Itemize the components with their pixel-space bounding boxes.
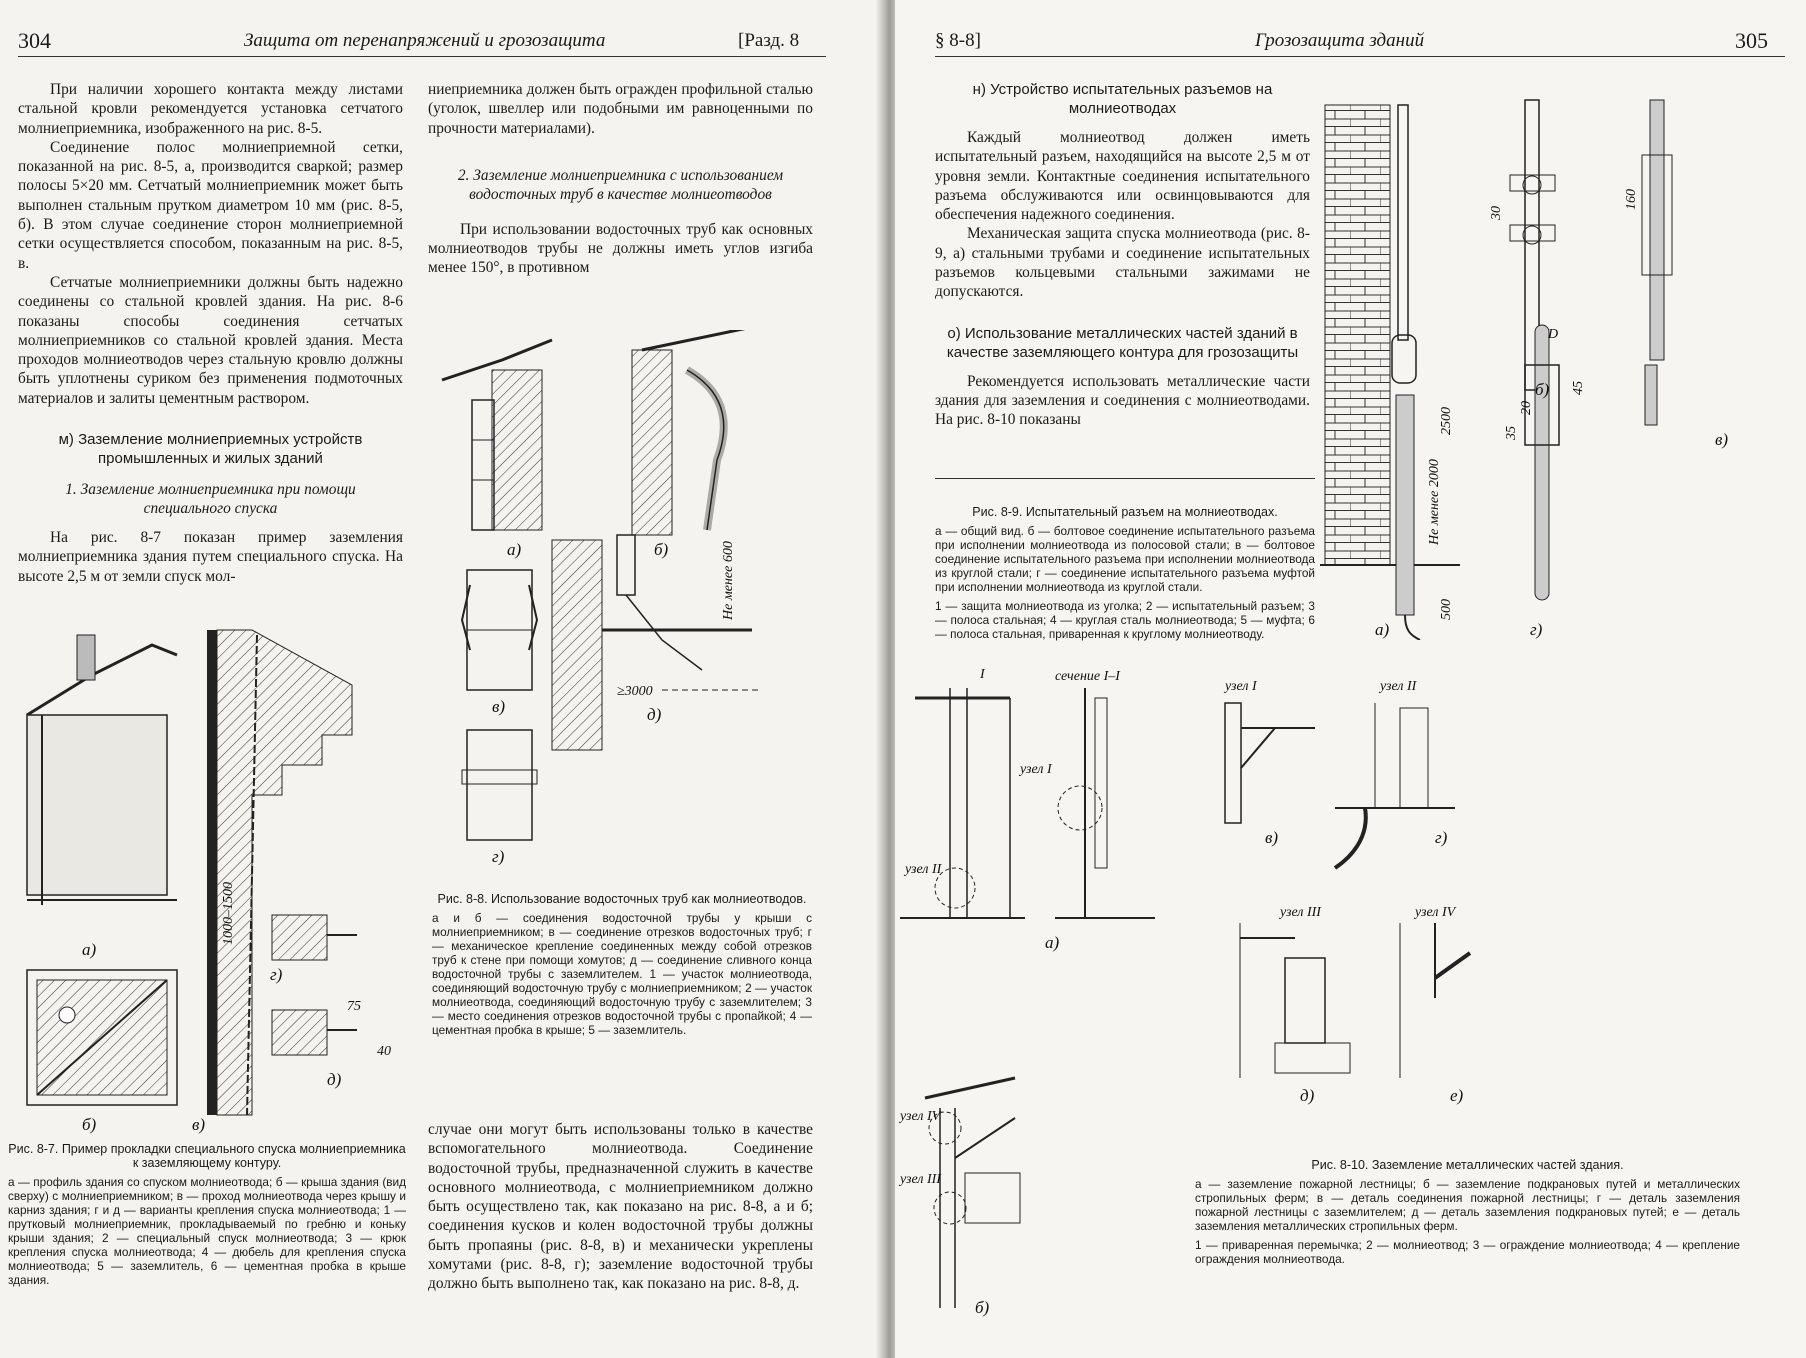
fig89-sub-b: б) [1535,380,1550,399]
caption-legend: 1 — защита молниеотвода из уголка; 2 — и… [935,599,1315,641]
fig87-dim-40: 40 [377,1044,391,1059]
fig89-sub-v: в) [1715,430,1728,449]
fig89-dim-20: 20 [1519,401,1534,415]
right-page: § 8-8] Грозозащита зданий 305 н) Устройс… [895,0,1806,1358]
fig810-sub-d: д) [1300,1086,1315,1105]
paragraph: Каждый молниеотвод должен иметь испытате… [935,129,1310,224]
fig810-sub-g: г) [1435,828,1448,847]
fig88-sub-v: в) [492,697,505,716]
paragraph: случае они могут быть использованы тольк… [428,1121,813,1293]
fig810-sub-a: а) [1045,933,1060,952]
fig87-sub-b: б) [82,1115,97,1134]
fig87-sub-d: д) [327,1070,342,1089]
divider [935,478,1315,479]
right-column-text: н) Устройство испытательных разъемов на … [935,80,1310,430]
fig89-dim-2500: 2500 [1439,407,1454,435]
fig88-sub-d: д) [647,705,662,724]
caption-title: Рис. 8-10. Заземление металлических част… [1311,1158,1624,1172]
paragraph: При наличии хорошего контакта между лист… [18,81,403,137]
figure-8-10: сечение I–I I узел I узел I узел II узел… [895,658,1800,1318]
page-number-right: 305 [1735,28,1768,53]
fig810-node1: узел I [1223,679,1258,694]
figure-8-8: а) б) в) г) д) ≥3000 Не менее 600 [432,330,812,865]
figure-8-10-drawing: сечение I–I I узел I узел I узел II узел… [898,667,1472,1317]
figure-8-8-drawing: а) б) в) г) д) ≥3000 Не менее 600 [441,330,762,865]
section-ref-left: [Разд. 8 [738,30,800,51]
left-column-2: ниеприемника должен быть огражден профил… [428,80,813,278]
fig89-dim-30: 30 [1489,206,1504,221]
section-heading: м) Заземление молниеприемных устройств п… [58,431,363,468]
fig88-dim-3000: ≥3000 [617,684,653,699]
fig810-mark-I: I [979,667,986,682]
left-column-1: При наличии хорошего контакта между лист… [18,80,403,586]
fig88-dim-600: Не менее 600 [721,541,736,621]
fig89-dim-min2000: Не менее 2000 [1427,459,1442,546]
fig87-sub-a: а) [82,940,97,959]
caption-title: Рис. 8-9. Испытательный разъем на молние… [972,505,1278,519]
caption-legend: а — общий вид. б — болтовое соединение и… [935,524,1315,594]
figure-8-9-caption: Рис. 8-9. Испытательный разъем на молние… [935,505,1315,646]
paragraph: Сетчатые молниеприемники должны быть над… [18,273,403,407]
paragraph: ниеприемника должен быть огражден профил… [428,81,813,137]
fig87-dim-75: 75 [347,999,361,1014]
fig87-sub-g: г) [270,965,283,984]
fig87-dim-height: 1000–1500 [221,882,236,945]
fig88-sub-b: б) [654,540,669,559]
section-heading: н) Устройство испытательных разъемов на … [972,81,1273,117]
fig810-node4: узел IV [1413,905,1457,920]
paragraph: Соединение полос молниеприемной сетки, п… [18,138,403,272]
paragraph: При использовании водосточных труб как о… [428,220,813,277]
fig89-dim-45: 45 [1571,381,1586,395]
caption-legend: а — заземление пожарной лестницы; б — за… [1195,1177,1740,1233]
caption-title: Рис. 8-7. Пример прокладки специального … [8,1142,406,1170]
fig810-node3: узел III [1278,905,1322,920]
figure-8-10-caption: Рис. 8-10. Заземление металлических част… [1195,1158,1740,1271]
figure-8-9-drawing: а) б) в) г) Не менее 2000 2500 500 30 16… [1320,99,1728,640]
running-title-right: Грозозащита зданий [1255,30,1425,51]
fig88-sub-g: г) [492,847,505,865]
fig810-sub-e: е) [1450,1086,1464,1105]
paragraph: На рис. 8-7 показан пример заземления мо… [18,529,403,585]
fig89-sub-a: а) [1375,620,1390,639]
fig810-sub-v: в) [1265,828,1278,847]
fig89-dim-D: D [1547,327,1558,342]
section-ref-right: § 8-8] [935,30,981,51]
subsection-heading: 1. Заземление молниеприемника при помощи… [65,481,356,518]
page-number-left: 304 [18,28,51,53]
caption-title: Рис. 8-8. Использование водосточных труб… [437,892,807,906]
paragraph: Рекомендуется использовать металлические… [935,372,1310,429]
fig810-section-label: сечение I–I [1055,669,1121,684]
section-heading: о) Использование металлических частей зд… [946,324,1299,361]
fig810-node3-ref: узел III [898,1172,942,1187]
figure-8-8-caption: Рис. 8-8. Использование водосточных труб… [432,892,812,1042]
fig89-dim-160: 160 [1624,189,1639,210]
figure-8-7-drawing: а) б) в) г) д) 1000–1500 75 40 [26,629,391,1134]
left-column-2-continued: случае они могут быть использованы тольк… [428,1120,813,1294]
fig89-dim-35: 35 [1504,426,1519,441]
figure-8-9: а) б) в) г) Не менее 2000 2500 500 30 16… [1320,95,1800,640]
fig810-node4-ref: узел IV [898,1109,942,1124]
figure-8-7: а) б) в) г) д) 1000–1500 75 40 [12,615,407,1135]
running-head-left: 304 Защита от перенапряжений и грозозащи… [18,22,826,57]
fig810-node1-ref: узел I [1018,762,1053,777]
paragraph: Механическая защита спуска молниеотвода … [935,225,1310,301]
running-title-left: Защита от перенапряжений и грозозащита [244,30,606,51]
figure-8-7-caption: Рис. 8-7. Пример прокладки специального … [8,1142,406,1292]
running-head-right: § 8-8] Грозозащита зданий 305 [935,22,1785,57]
subsection-heading: 2. Заземление молниеприемника с использо… [457,166,784,203]
fig89-sub-g: г) [1530,620,1543,639]
fig810-node2: узел II [1378,679,1418,694]
fig87-sub-v: в) [192,1115,205,1134]
left-page: 304 Защита от перенапряжений и грозозащи… [0,0,880,1358]
fig810-sub-b: б) [975,1298,990,1317]
fig810-node2-ref: узел II [903,862,943,877]
fig88-sub-a: а) [507,540,522,559]
caption-legend: а и б — соединения водосточной трубы у к… [432,911,812,1037]
caption-legend: а — профиль здания со спуском молниеотво… [8,1175,406,1287]
fig89-dim-500: 500 [1439,599,1454,620]
caption-legend: 1 — приваренная перемычка; 2 — молниеотв… [1195,1238,1740,1266]
